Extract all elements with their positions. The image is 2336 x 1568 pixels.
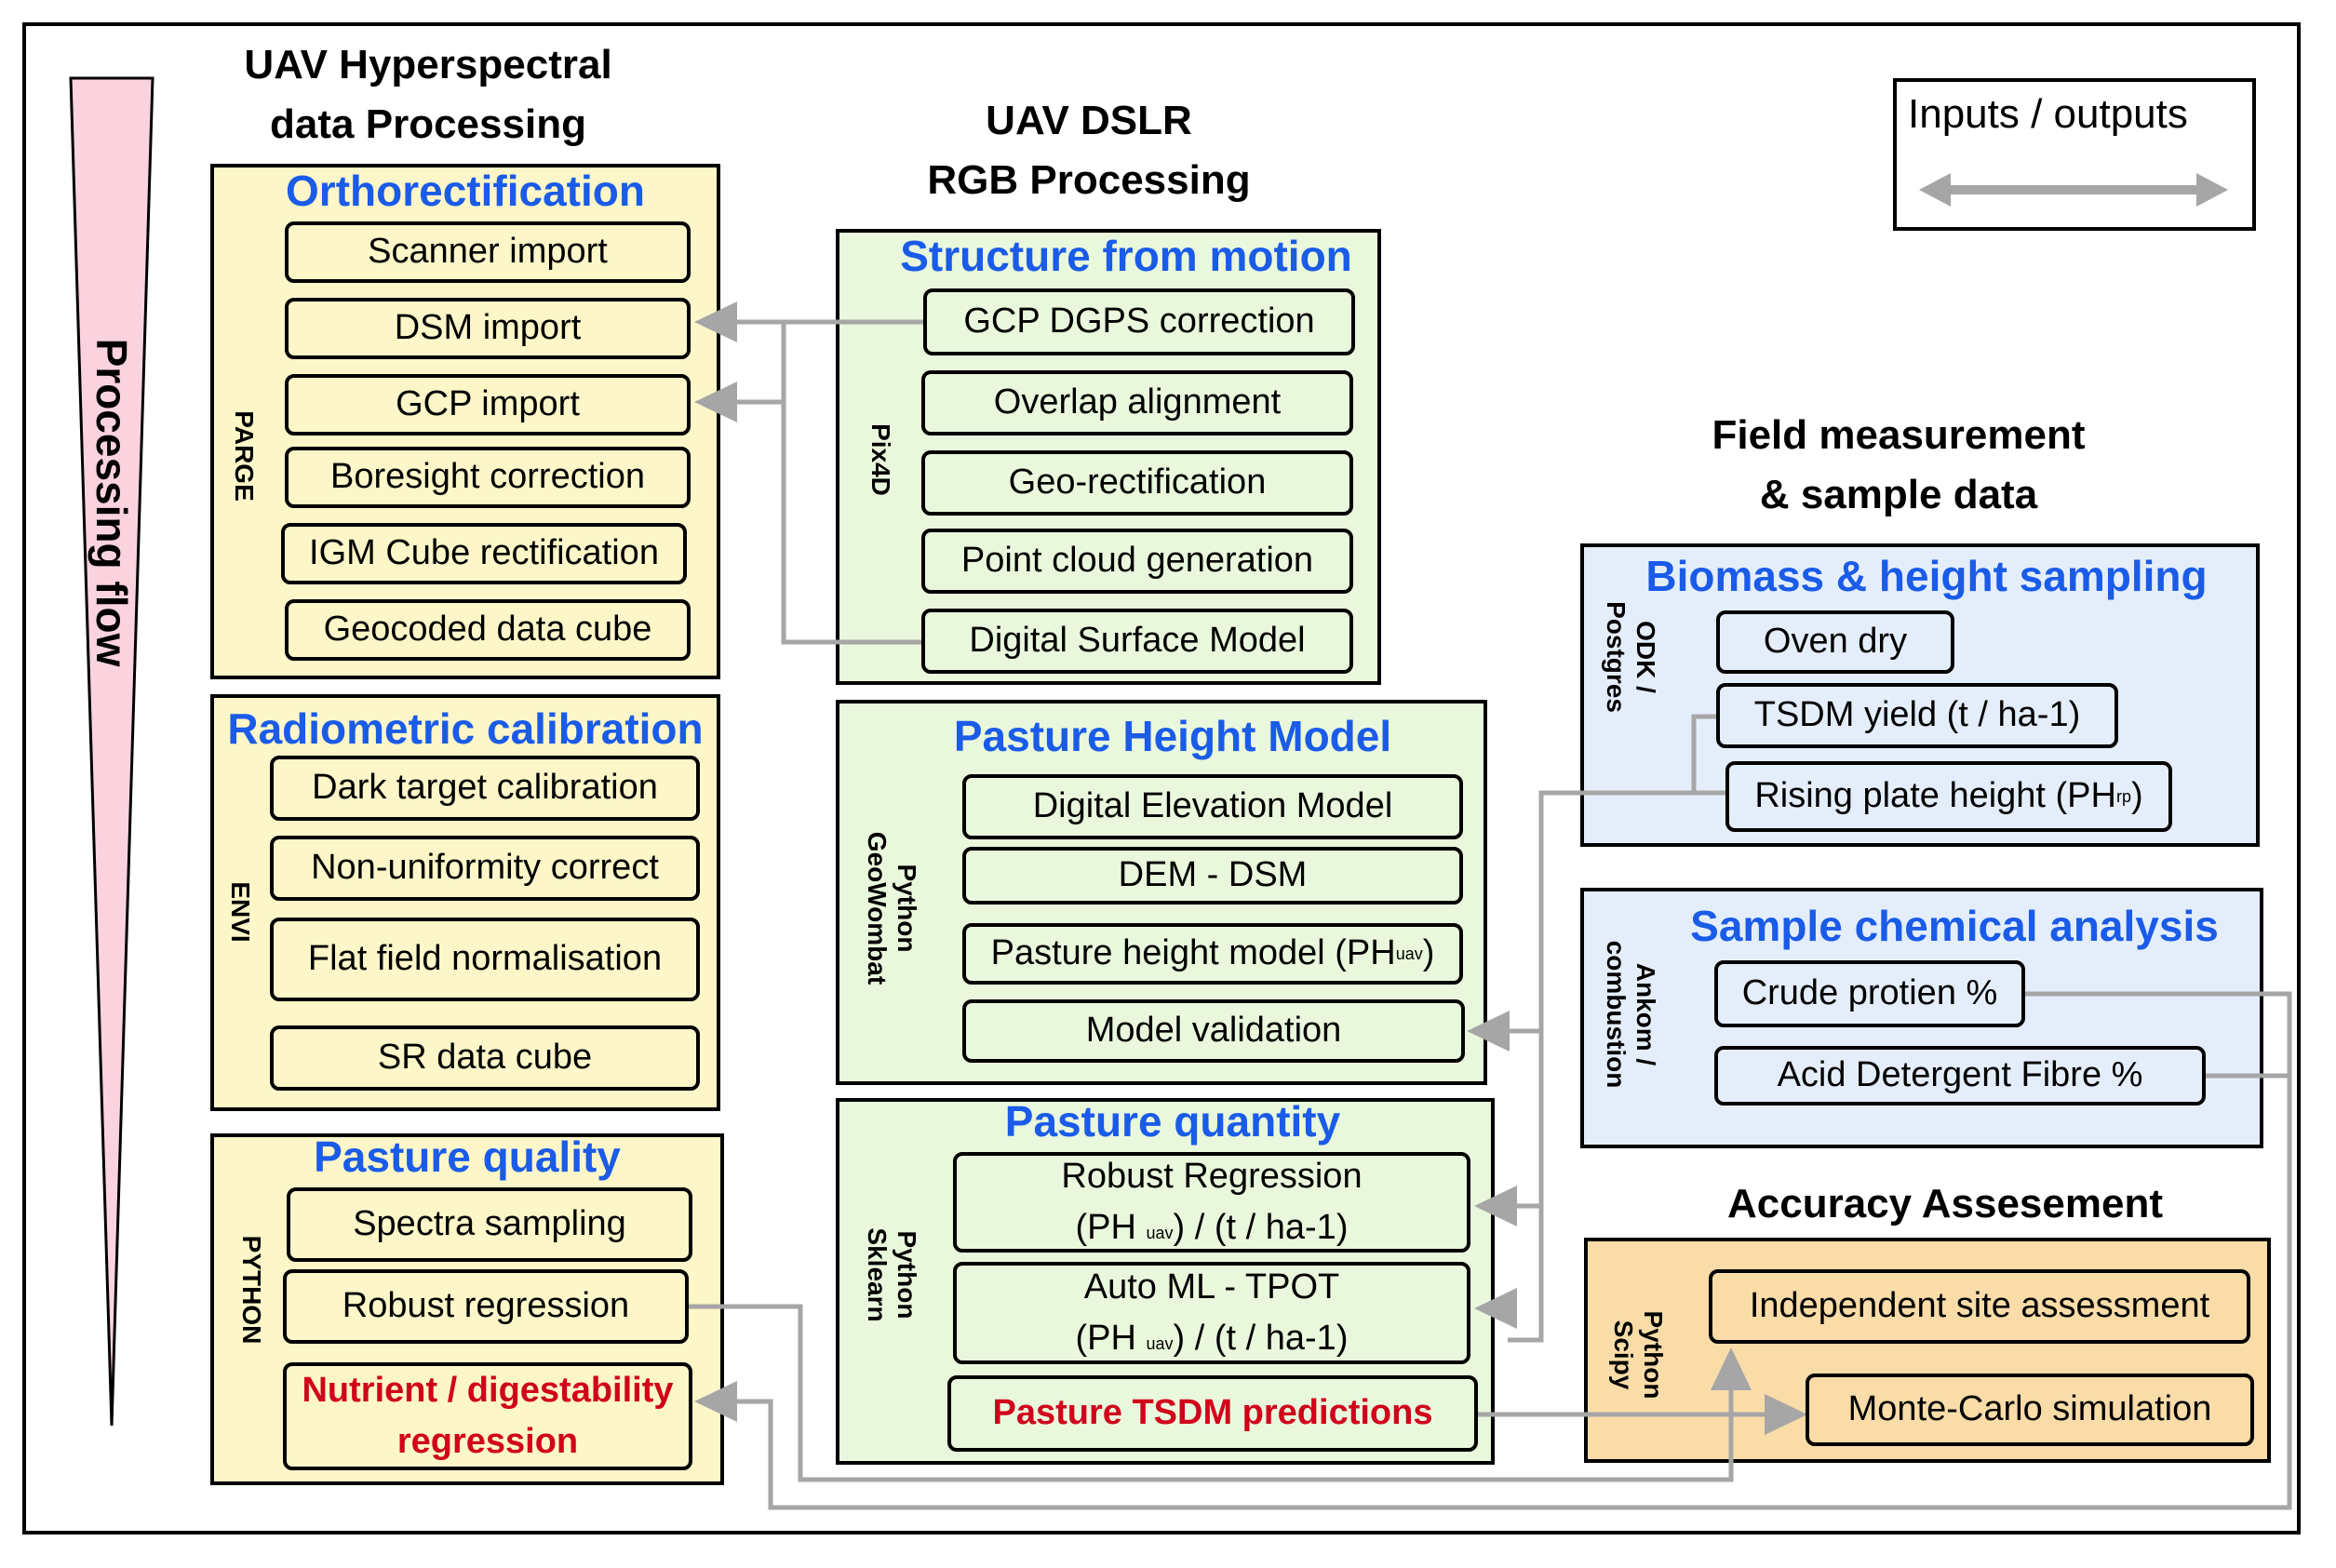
robust-regression-quantity-box: Robust Regression (PH uav) / (t / ha-1) (953, 1152, 1470, 1253)
nutrient-line2: regression (396, 1422, 579, 1461)
heading-dslr-line1: UAV DSLR (986, 98, 1192, 143)
tool-quantity-line1: Python (893, 1230, 921, 1320)
panel-phm-title: Pasture Height Model (953, 712, 1392, 760)
tool-biomass-line2: Postgres (1602, 601, 1631, 713)
digital-surface-model-box: Digital Surface Model (921, 609, 1353, 674)
pasture-tsdm-predictions-box: Pasture TSDM predictions (947, 1375, 1478, 1452)
tool-ankom-combustion-label: Ankom / combustion (1601, 941, 1660, 1089)
dsm-import-box: DSM import (285, 298, 691, 359)
automl-sub: uav (1146, 1334, 1174, 1353)
digital-elevation-model-box: Digital Elevation Model (962, 774, 1463, 839)
robust-regression-box: Robust regression (283, 1269, 689, 1344)
panel-sfm-title: Structure from motion (900, 232, 1352, 280)
panel-chemical-title: Sample chemical analysis (1690, 902, 2219, 950)
automl-tpot-box: Auto ML - TPOT (PH uav) / (t / ha-1) (953, 1262, 1470, 1364)
robust-quantity-sub: uav (1146, 1224, 1174, 1242)
acid-detergent-fibre-box: Acid Detergent Fibre % (1714, 1046, 2206, 1106)
boresight-correction-box: Boresight correction (285, 447, 691, 508)
panel-orthorectification-title: Orthorectification (286, 167, 645, 215)
gcp-import-box: GCP import (285, 374, 691, 436)
tool-python-scipy-label: Python Scipy (1608, 1311, 1668, 1400)
heading-dslr-line2: RGB Processing (927, 157, 1251, 203)
model-validation-box: Model validation (962, 999, 1465, 1063)
heading-field-line1: Field measurement (1712, 412, 2086, 458)
tool-parge-label: PARGE (230, 410, 259, 502)
heading-hyperspectral-line1: UAV Hyperspectral (244, 42, 612, 87)
automl-pre: (PH (1075, 1319, 1147, 1358)
heading-hyperspectral-line2: data Processing (270, 101, 586, 147)
robust-quantity-pre: (PH (1075, 1208, 1147, 1247)
tool-envi-label: ENVI (226, 881, 255, 943)
nutrient-digestability-regression-box: Nutrient / digestability regression (283, 1362, 692, 1470)
oven-dry-box: Oven dry (1716, 610, 1954, 674)
point-cloud-generation-box: Point cloud generation (921, 529, 1353, 594)
panel-quantity-title: Pasture quantity (1004, 1097, 1341, 1146)
panel-biomass-title: Biomass & height sampling (1645, 552, 2208, 600)
heading-hyperspectral: UAV Hyperspectral data Processing (205, 35, 651, 154)
outer-frame (22, 22, 2301, 1534)
monte-carlo-simulation-box: Monte-Carlo simulation (1806, 1374, 2254, 1446)
tool-chemical-line1: Ankom / (1631, 962, 1660, 1066)
panel-pasture-quality-title: Pasture quality (314, 1132, 621, 1181)
tool-quantity-line2: Sklearn (863, 1227, 892, 1322)
legend-double-arrow-icon (1919, 173, 2228, 207)
dark-target-calibration-box: Dark target calibration (270, 756, 700, 821)
robust-quantity-line1: Robust Regression (1061, 1156, 1363, 1196)
tool-python-geowombat-label: Python GeoWombat (862, 832, 921, 985)
tool-phm-line1: Python (893, 864, 921, 953)
automl-line2: (PH uav) / (t / ha-1) (1076, 1313, 1349, 1364)
tool-python-sklearn-label: Python Sklearn (862, 1227, 921, 1321)
tool-python-label: PYTHON (237, 1235, 266, 1345)
tool-phm-line2: GeoWombat (863, 831, 892, 985)
tool-accuracy-line1: Python (1639, 1310, 1668, 1400)
legend: Inputs / outputs (1893, 78, 2256, 231)
phm-sub: uav (1395, 944, 1423, 963)
rising-close: ) (2131, 776, 2143, 816)
robust-quantity-post: ) / (t / ha-1) (1173, 1208, 1349, 1247)
tool-odk-postgres-label: ODK / Postgres (1601, 601, 1660, 713)
independent-site-assessment-box: Independent site assessment (1709, 1269, 2250, 1344)
spectra-sampling-box: Spectra sampling (287, 1187, 692, 1262)
panel-radiometric-title: Radiometric calibration (227, 704, 704, 753)
phm-close: ) (1422, 933, 1435, 973)
overlap-alignment-box: Overlap alignment (921, 370, 1353, 436)
igm-cube-rectification-box: IGM Cube rectification (281, 523, 687, 584)
automl-post: ) / (t / ha-1) (1173, 1319, 1349, 1358)
phm-text: Pasture height model (PH (990, 933, 1396, 973)
processing-flow-label: Processing flow (87, 338, 136, 667)
heading-dslr: UAV DSLR RGB Processing (875, 91, 1303, 210)
automl-line1: Auto ML - TPOT (1083, 1266, 1340, 1307)
tsdm-yield-box: TSDM yield (t / ha-1) (1716, 683, 2118, 748)
rising-sub: rp (2115, 786, 2131, 806)
flat-field-normalisation-box: Flat field normalisation (270, 918, 700, 1001)
heading-accuracy: Accuracy Assesement (1727, 1181, 2163, 1226)
legend-label: Inputs / outputs (1908, 91, 2188, 137)
processing-flow-arrow (69, 76, 154, 1427)
tool-pix4d-label: Pix4D (866, 423, 895, 496)
crude-protien-box: Crude protien % (1714, 960, 2025, 1027)
non-uniformity-correct-box: Non-uniformity correct (270, 836, 700, 901)
robust-quantity-line2: (PH uav) / (t / ha-1) (1076, 1202, 1349, 1253)
scanner-import-box: Scanner import (285, 221, 691, 283)
tool-accuracy-line2: Scipy (1609, 1320, 1638, 1390)
nutrient-line1: Nutrient / digestability (302, 1370, 674, 1410)
tool-biomass-line1: ODK / (1631, 621, 1660, 693)
geocoded-data-cube-box: Geocoded data cube (285, 599, 691, 661)
dem-dsm-box: DEM - DSM (962, 847, 1463, 905)
gcp-dgps-correction-box: GCP DGPS correction (923, 288, 1355, 355)
rising-text: Rising plate height (PH (1754, 776, 2116, 816)
sr-data-cube-box: SR data cube (270, 1025, 700, 1091)
tool-chemical-line2: combustion (1602, 940, 1631, 1089)
heading-field: Field measurement & sample data (1666, 406, 2131, 525)
geo-rectification-box: Geo-rectification (921, 450, 1353, 516)
heading-field-line2: & sample data (1759, 472, 2038, 517)
